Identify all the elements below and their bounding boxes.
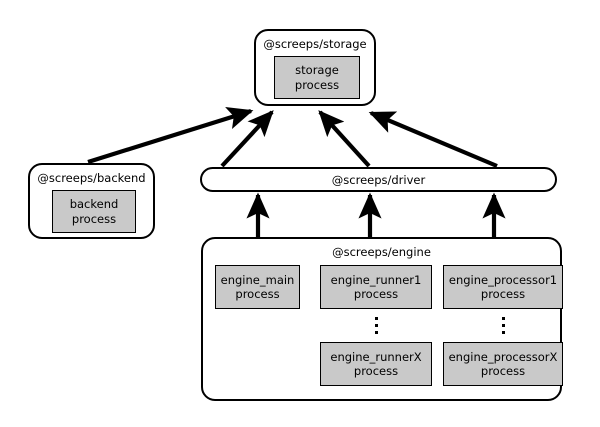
process-backend[interactable]: backend process — [52, 190, 136, 233]
module-driver-title: @screeps/driver — [331, 172, 426, 187]
arrow-backend-to-storage — [87, 107, 254, 165]
process-storage-name: storage — [295, 63, 339, 77]
process-storage[interactable]: storage process — [274, 56, 360, 99]
process-engine-processorX-suffix: process — [480, 364, 526, 378]
process-backend-name: backend — [69, 197, 119, 211]
ellipsis-dot — [374, 331, 378, 334]
process-engine-runner1-suffix: process — [353, 287, 399, 301]
module-backend-title: @screeps/backend — [37, 171, 146, 185]
process-engine-main-name: engine_main — [220, 272, 295, 287]
process-engine-processor1-name: engine_processor1 — [448, 272, 558, 287]
process-engine-main[interactable]: engine_main process — [215, 265, 300, 309]
process-engine-main-suffix: process — [235, 287, 280, 301]
ellipsis-dot — [501, 317, 505, 320]
process-engine-processor1[interactable]: engine_processor1 process — [443, 265, 563, 309]
arrow-driver-to-storage-right — [368, 111, 498, 168]
runner-column-ellipsis — [374, 317, 378, 334]
process-storage-suffix: process — [294, 77, 340, 92]
process-engine-runnerX[interactable]: engine_runnerX process — [320, 342, 432, 386]
module-engine[interactable]: @screeps/engine engine_main process engi… — [201, 237, 563, 401]
module-engine-title: @screeps/engine — [332, 245, 431, 259]
ellipsis-dot — [374, 317, 378, 320]
process-engine-processor1-suffix: process — [480, 287, 526, 301]
arrow-driver-to-storage-left — [220, 110, 274, 168]
module-storage[interactable]: @screeps/storage storage process — [254, 29, 376, 106]
processor-column-ellipsis — [501, 317, 505, 334]
module-driver[interactable]: @screeps/driver — [200, 167, 557, 192]
ellipsis-dot — [501, 331, 505, 334]
module-storage-title: @screeps/storage — [263, 37, 367, 51]
process-engine-runner1[interactable]: engine_runner1 process — [320, 265, 432, 309]
process-engine-processorX-name: engine_processorX — [448, 349, 558, 364]
process-engine-runnerX-name: engine_runnerX — [330, 349, 422, 364]
ellipsis-dot — [501, 324, 505, 327]
process-engine-runner1-name: engine_runner1 — [330, 272, 422, 287]
ellipsis-dot — [374, 324, 378, 327]
arrow-driver-to-storage-middle — [318, 110, 371, 168]
process-backend-suffix: process — [71, 211, 117, 226]
process-engine-processorX[interactable]: engine_processorX process — [443, 342, 563, 386]
module-backend[interactable]: @screeps/backend backend process — [28, 163, 155, 239]
process-engine-runnerX-suffix: process — [353, 364, 399, 378]
